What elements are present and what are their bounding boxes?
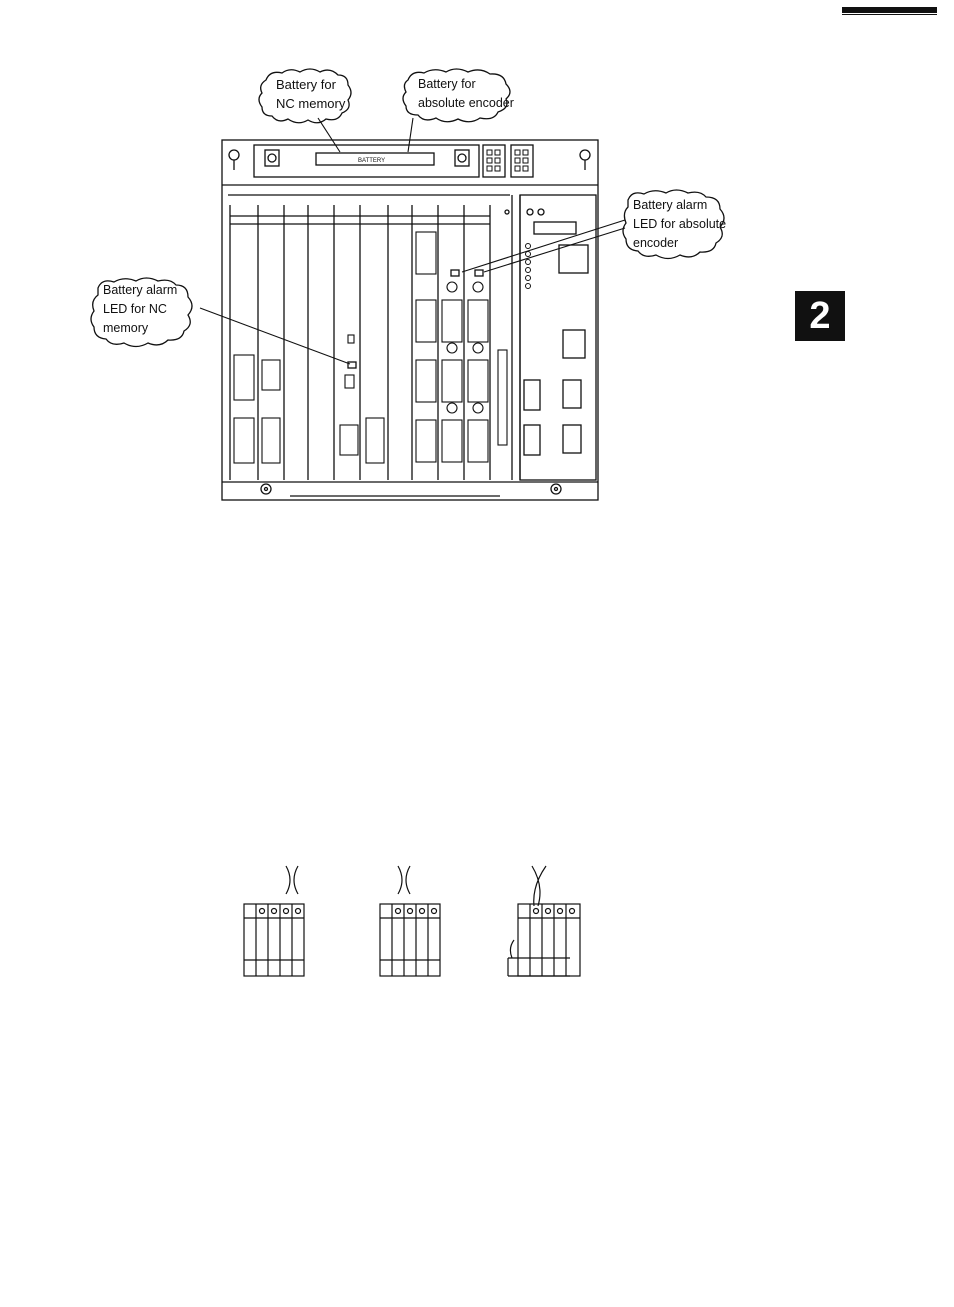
callout-line: Battery for [418, 77, 476, 91]
header-rule [842, 7, 937, 13]
battery-pack-2 [379, 865, 441, 977]
callout-line: Battery alarm [103, 283, 178, 297]
callout-nc-battery: Battery for NC memory [276, 75, 345, 113]
chapter-tab: 2 [795, 291, 845, 341]
callout-line: Battery alarm [633, 198, 708, 212]
battery-pack-3 [507, 865, 581, 977]
callout-cloud-nc-led [90, 277, 193, 348]
battery-pack-1 [243, 865, 305, 977]
callout-encoder-battery: Battery for absolute encoder [418, 75, 514, 113]
nc-alarm-led [347, 361, 357, 369]
power-supply-unit [519, 194, 597, 481]
header-rule-thin [842, 14, 937, 15]
card-connectors [233, 231, 508, 464]
callout-line: NC memory [276, 96, 346, 111]
battery-holder-bar [253, 144, 480, 178]
callout-nc-alarm-led: Battery alarm LED for NC memory [103, 281, 177, 338]
callout-cloud-encoder-battery [402, 68, 511, 123]
callout-encoder-alarm-led: Battery alarm LED for absolute encoder [633, 196, 726, 253]
callout-line: LED for NC [103, 302, 167, 316]
callout-line: absolute encoder [418, 96, 514, 110]
callout-line: LED for absolute [633, 217, 727, 231]
battery-holder [315, 152, 435, 166]
callout-line: encoder [633, 236, 679, 250]
battery-holder-label: BATTERY [358, 158, 385, 164]
callout-cloud-encoder-led [622, 189, 725, 260]
callout-line: memory [103, 321, 149, 335]
encoder-alarm-led-1 [450, 269, 460, 277]
encoder-alarm-led-2 [474, 269, 484, 277]
callout-cloud-nc-battery [258, 68, 352, 124]
callout-line: Battery for [276, 77, 336, 92]
